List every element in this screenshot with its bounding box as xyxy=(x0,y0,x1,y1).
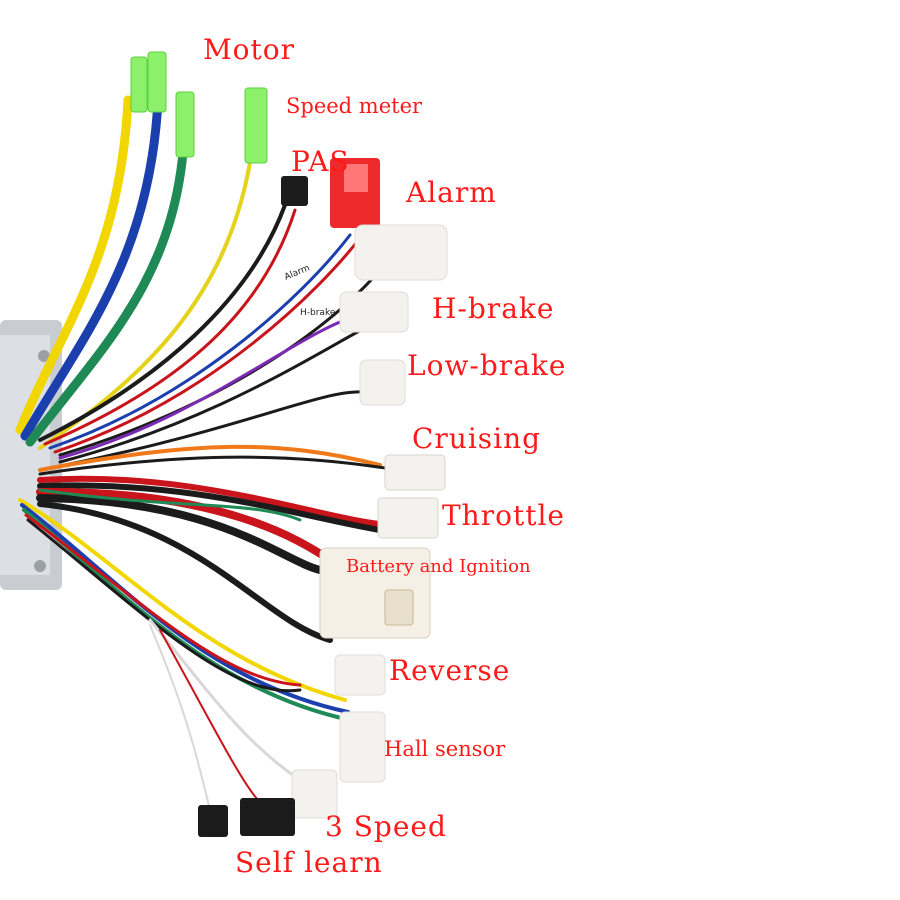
label-3-speed: 3 Speed xyxy=(325,810,447,843)
label-cruising: Cruising xyxy=(412,422,542,455)
label-motor: Motor xyxy=(203,33,296,66)
label-hall-sensor: Hall sensor xyxy=(384,737,506,761)
label-reverse: Reverse xyxy=(389,654,511,687)
label-h-brake: H-brake xyxy=(432,292,555,325)
label-self-learn: Self learn xyxy=(235,846,383,879)
controller-housing xyxy=(0,320,62,590)
label-speed-meter: Speed meter xyxy=(286,94,423,118)
label-throttle: Throttle xyxy=(442,499,565,532)
label-pas: PAS xyxy=(291,145,350,178)
h-brake-wire-tag: H-brake xyxy=(300,308,336,318)
signal-wires-upper xyxy=(38,203,402,468)
label-alarm: Alarm xyxy=(406,176,497,209)
label-battery-ignition: Battery and Ignition xyxy=(346,556,531,577)
signal-wires-lower xyxy=(18,498,352,811)
connectors xyxy=(130,51,448,837)
label-low-brake: Low-brake xyxy=(407,349,567,382)
signal-wires-middle xyxy=(36,444,395,643)
